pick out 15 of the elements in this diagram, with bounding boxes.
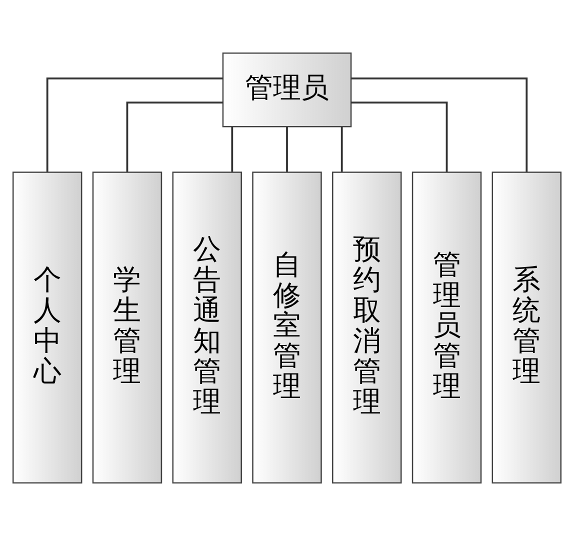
node-box: 学生管理 xyxy=(92,172,162,484)
connector xyxy=(126,102,223,172)
node-box: 自修室管理 xyxy=(252,172,322,484)
connector xyxy=(351,77,528,172)
node-box: 个人中心 xyxy=(12,172,82,484)
connector xyxy=(286,127,288,172)
connector xyxy=(231,127,234,172)
connector xyxy=(46,77,223,172)
node-box: 系统管理 xyxy=(492,172,562,484)
node-box: 预约取消管理 xyxy=(332,172,402,484)
connector xyxy=(351,102,448,172)
node-box: 公告通知管理 xyxy=(172,172,242,484)
connector xyxy=(340,127,343,172)
node-box: 管理员 xyxy=(222,52,352,128)
node-box: 管理员管理 xyxy=(412,172,482,484)
